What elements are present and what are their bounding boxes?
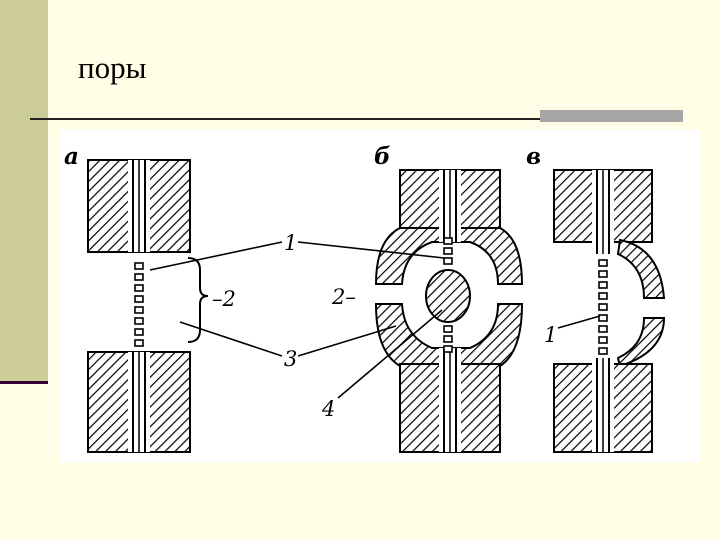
- callout-4: 4: [321, 397, 335, 421]
- arc-top-v: [616, 238, 666, 299]
- arc-bottom-v: [616, 317, 666, 368]
- callout-1-v: 1: [544, 323, 557, 347]
- pore-diagram: а б: [60, 130, 700, 462]
- leader-1-a: [149, 241, 283, 271]
- accent-bar: [540, 110, 683, 122]
- septum-dots-a: [134, 262, 144, 347]
- leader-1-v: [557, 315, 601, 329]
- panel-a: а: [64, 143, 209, 453]
- callout-2-b: 2–: [331, 285, 356, 309]
- callout-2: –2: [212, 287, 236, 311]
- brace-2: [187, 257, 209, 343]
- leader-3-a: [179, 321, 283, 357]
- panel-v: в: [526, 143, 666, 453]
- panel-label-b: б: [374, 143, 391, 170]
- callout-3: 3: [284, 347, 297, 371]
- panel-b: б: [374, 143, 524, 453]
- slide-title: поры: [78, 50, 147, 85]
- leader-4: [337, 309, 443, 399]
- side-bar: [0, 0, 48, 384]
- side-bar-rule: [0, 381, 48, 384]
- callout-1: 1: [284, 231, 297, 255]
- title-rule: [30, 118, 670, 120]
- leader-3-b: [297, 325, 397, 357]
- panel-label-a: а: [64, 143, 79, 170]
- arc-bottom-b: [374, 303, 524, 367]
- septum-dots-v: [598, 259, 608, 355]
- septum-dots-b: [443, 237, 453, 353]
- plug-4: [425, 269, 471, 323]
- arc-top-b: [374, 227, 524, 285]
- leader-lines: [149, 241, 601, 399]
- panel-label-v: в: [526, 143, 541, 170]
- leader-1-b: [297, 241, 445, 259]
